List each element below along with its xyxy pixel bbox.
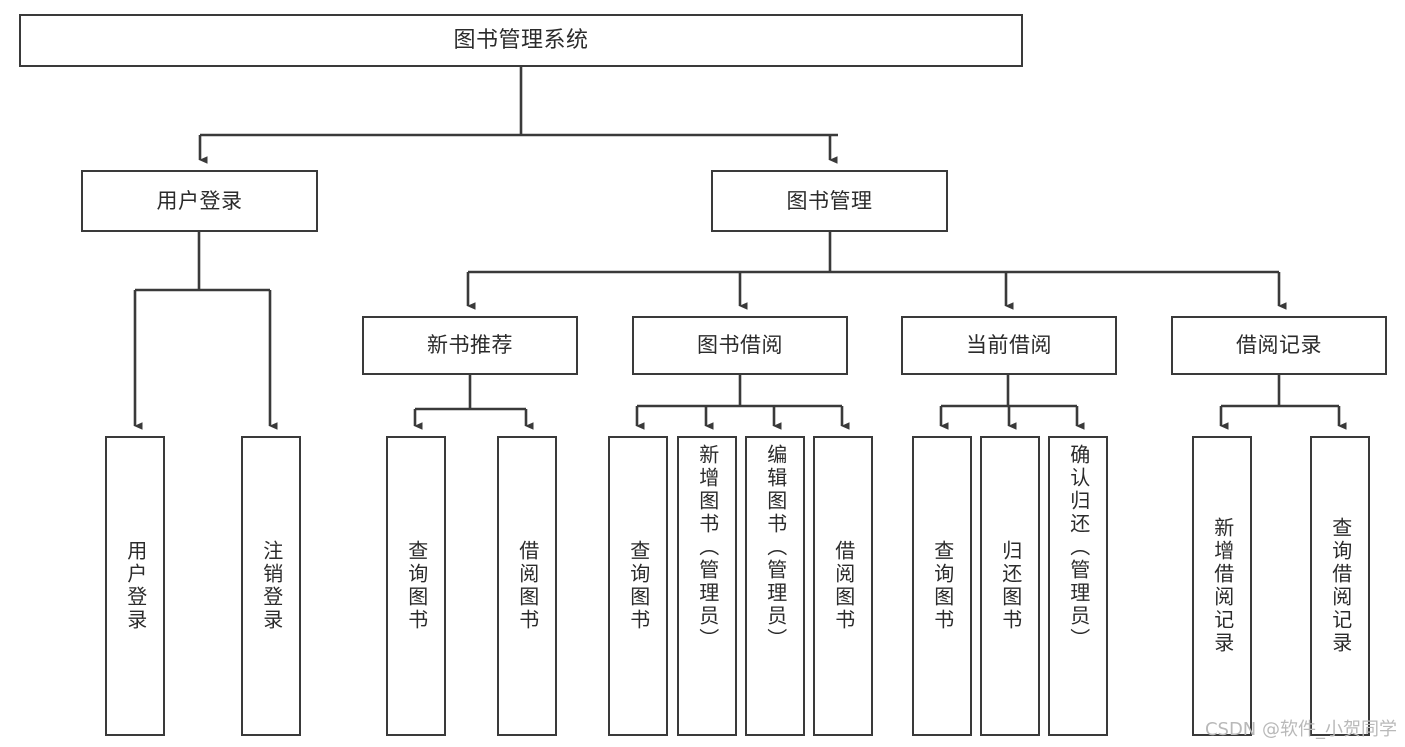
node-label: 注销登录 [259, 540, 284, 632]
leaf-book-borrow-borrow[interactable]: 借阅图书 [813, 436, 873, 736]
node-label: 确认归还（管理员） [1066, 444, 1091, 651]
node-user-login[interactable]: 用户登录 [81, 170, 318, 232]
leaf-current-borrow-confirm-return[interactable]: 确认归还（管理员） [1048, 436, 1108, 736]
watermark-text: CSDN @软件_小贺同学 [1204, 719, 1397, 740]
node-label: 查询图书 [626, 540, 651, 632]
leaf-book-borrow-add[interactable]: 新增图书（管理员） [677, 436, 737, 736]
leaf-user-login-logout[interactable]: 注销登录 [241, 436, 301, 736]
node-label: 借阅图书 [515, 540, 540, 632]
node-label: 用户登录 [156, 188, 243, 213]
node-current-borrow[interactable]: 当前借阅 [901, 316, 1117, 375]
node-label: 查询借阅记录 [1328, 517, 1353, 655]
node-borrow-record[interactable]: 借阅记录 [1171, 316, 1387, 375]
leaf-current-borrow-query[interactable]: 查询图书 [912, 436, 972, 736]
node-label: 查询图书 [404, 540, 429, 632]
node-label: 新增图书（管理员） [695, 444, 720, 651]
node-book-borrow[interactable]: 图书借阅 [632, 316, 848, 375]
node-label: 用户登录 [123, 540, 148, 632]
node-book-manage[interactable]: 图书管理 [711, 170, 948, 232]
leaf-borrow-record-query[interactable]: 查询借阅记录 [1310, 436, 1370, 736]
node-label: 归还图书 [998, 540, 1023, 632]
node-label: 图书管理系统 [453, 27, 589, 53]
node-new-book-recommend[interactable]: 新书推荐 [362, 316, 578, 375]
node-label: 新书推荐 [427, 333, 513, 358]
node-label: 编辑图书（管理员） [763, 444, 788, 651]
leaf-new-book-borrow[interactable]: 借阅图书 [497, 436, 557, 736]
leaf-book-borrow-edit[interactable]: 编辑图书（管理员） [745, 436, 805, 736]
node-label: 查询图书 [930, 540, 955, 632]
leaf-new-book-query[interactable]: 查询图书 [386, 436, 446, 736]
node-label: 当前借阅 [966, 333, 1052, 358]
leaf-user-login-login[interactable]: 用户登录 [105, 436, 165, 736]
leaf-borrow-record-add[interactable]: 新增借阅记录 [1192, 436, 1252, 736]
node-label: 新增借阅记录 [1210, 517, 1235, 655]
node-root-system[interactable]: 图书管理系统 [19, 14, 1023, 67]
node-label: 图书借阅 [697, 333, 783, 358]
node-label: 借阅图书 [831, 540, 856, 632]
leaf-book-borrow-query[interactable]: 查询图书 [608, 436, 668, 736]
leaf-current-borrow-return[interactable]: 归还图书 [980, 436, 1040, 736]
node-label: 借阅记录 [1236, 333, 1322, 358]
node-label: 图书管理 [786, 188, 873, 213]
